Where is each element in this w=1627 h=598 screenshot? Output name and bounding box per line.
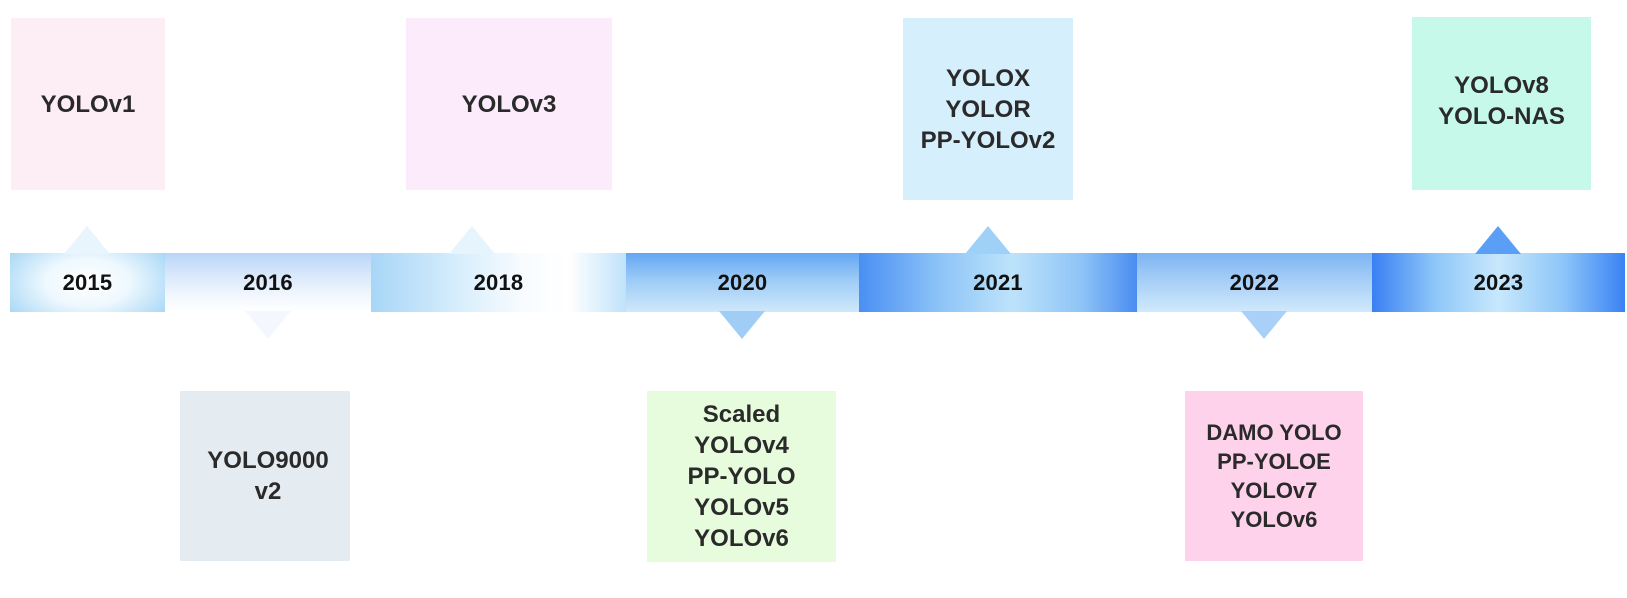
card-2016: YOLO9000 v2: [180, 391, 350, 561]
model-yolov7: YOLOv7: [1230, 478, 1318, 503]
model-yolor: YOLOR: [945, 95, 1031, 123]
card-2021: YOLOX YOLOR PP-YOLOv2: [903, 18, 1073, 200]
card-2023: YOLOv8 YOLO-NAS: [1412, 17, 1591, 190]
card-2015: YOLOv1: [11, 18, 165, 190]
model-yolov1: YOLOv1: [40, 90, 136, 118]
year-label-2016: 2016: [243, 270, 293, 295]
model-pp-yolov2: PP-YOLOv2: [920, 126, 1056, 154]
model-yolov5: YOLOv5: [694, 494, 789, 521]
model-scaled: Scaled: [702, 401, 781, 428]
model-yolo9000: YOLO9000: [207, 447, 329, 474]
model-yolov6-2020: YOLOv6: [694, 525, 789, 552]
year-label-2015: 2015: [62, 270, 113, 295]
pointer-2018-icon: [449, 226, 495, 254]
year-label-2021: 2021: [973, 270, 1023, 295]
pointer-2016-icon: [245, 311, 291, 339]
pointer-2020-icon: [719, 311, 765, 339]
model-pp-yoloe: PP-YOLOE: [1217, 449, 1331, 474]
model-yolov3: YOLOv3: [461, 90, 557, 118]
pointer-2015-icon: [64, 226, 110, 254]
year-label-2020: 2020: [717, 270, 768, 295]
timeline-segment-2023: [1372, 253, 1625, 312]
model-yolox: YOLOX: [945, 64, 1030, 92]
card-2018: YOLOv3: [406, 18, 612, 190]
timeline-segment-2022: [1137, 253, 1372, 312]
pointer-2021-icon: [965, 226, 1011, 254]
year-label-2022: 2022: [1229, 270, 1280, 295]
model-pp-yolo: PP-YOLO: [687, 463, 796, 490]
year-label-2023: 2023: [1473, 270, 1524, 295]
pointer-2022-icon: [1241, 311, 1287, 339]
timeline-segment-2016: [165, 253, 371, 312]
model-v2: v2: [254, 478, 282, 505]
pointer-2023-icon: [1475, 226, 1521, 254]
model-yolo-nas: YOLO-NAS: [1438, 102, 1565, 130]
model-yolov8: YOLOv8: [1454, 71, 1549, 99]
timeline-segment-2018: [371, 253, 626, 312]
model-damo-yolo: DAMO YOLO: [1206, 420, 1342, 445]
timeline-segment-2015: [10, 253, 165, 312]
card-2020: Scaled YOLOv4 PP-YOLO YOLOv5 YOLOv6: [647, 391, 836, 562]
year-label-2018: 2018: [473, 270, 524, 295]
card-2022: DAMO YOLO PP-YOLOE YOLOv7 YOLOv6: [1185, 391, 1363, 561]
model-yolov4: YOLOv4: [694, 432, 789, 459]
timeline-segment-2020: [626, 253, 859, 312]
model-yolov6-2022: YOLOv6: [1230, 507, 1318, 532]
timeline-segment-2021: [859, 253, 1137, 312]
